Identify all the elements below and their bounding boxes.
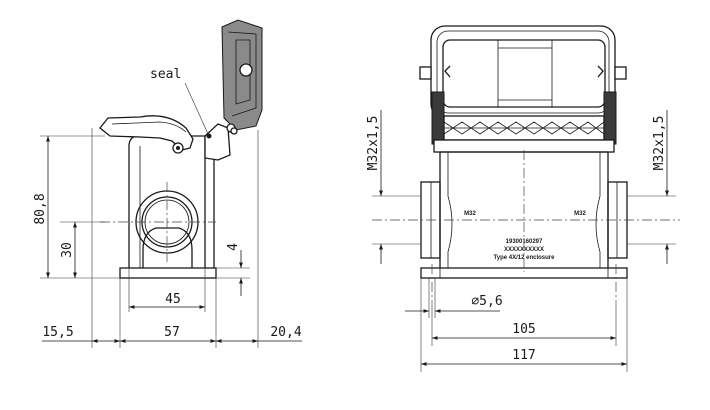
dim-20-4: 20,4: [270, 325, 301, 340]
front-cover-window: [442, 39, 606, 108]
seal-label: seal: [150, 67, 181, 82]
dim-4: 4: [226, 243, 241, 251]
dim-80-8: 80,8: [33, 193, 48, 224]
seal-dot: [206, 133, 212, 139]
side-hinge-block: [204, 123, 231, 161]
thread-mark-right: M32: [574, 211, 586, 217]
dim-105: 105: [512, 322, 535, 337]
dim-30: 30: [60, 242, 75, 258]
dim-hole: ⌀5,6: [471, 294, 502, 309]
dim-117: 117: [512, 348, 535, 363]
side-cover-latch: [239, 63, 253, 77]
thread-mark-left: M32: [464, 211, 476, 217]
dim-45: 45: [165, 292, 181, 307]
front-lever-left: [431, 91, 445, 145]
front-lever-right: [603, 91, 617, 145]
dim-15-5: 15,5: [42, 325, 73, 340]
side-housing-body: [128, 135, 215, 268]
side-base-plate: [119, 267, 217, 279]
dim-thread-left: M32x1,5: [366, 116, 381, 171]
side-locking-lever: [99, 115, 194, 151]
front-view: M32 M32 19300160297 XXXXXXXXXX Type 4X/1…: [366, 25, 680, 372]
front-base-plate: [420, 267, 628, 279]
dim-57: 57: [164, 325, 180, 340]
dim-thread-right: M32x1,5: [652, 116, 667, 171]
side-view: seal 80,8 30 4 45: [33, 19, 302, 348]
